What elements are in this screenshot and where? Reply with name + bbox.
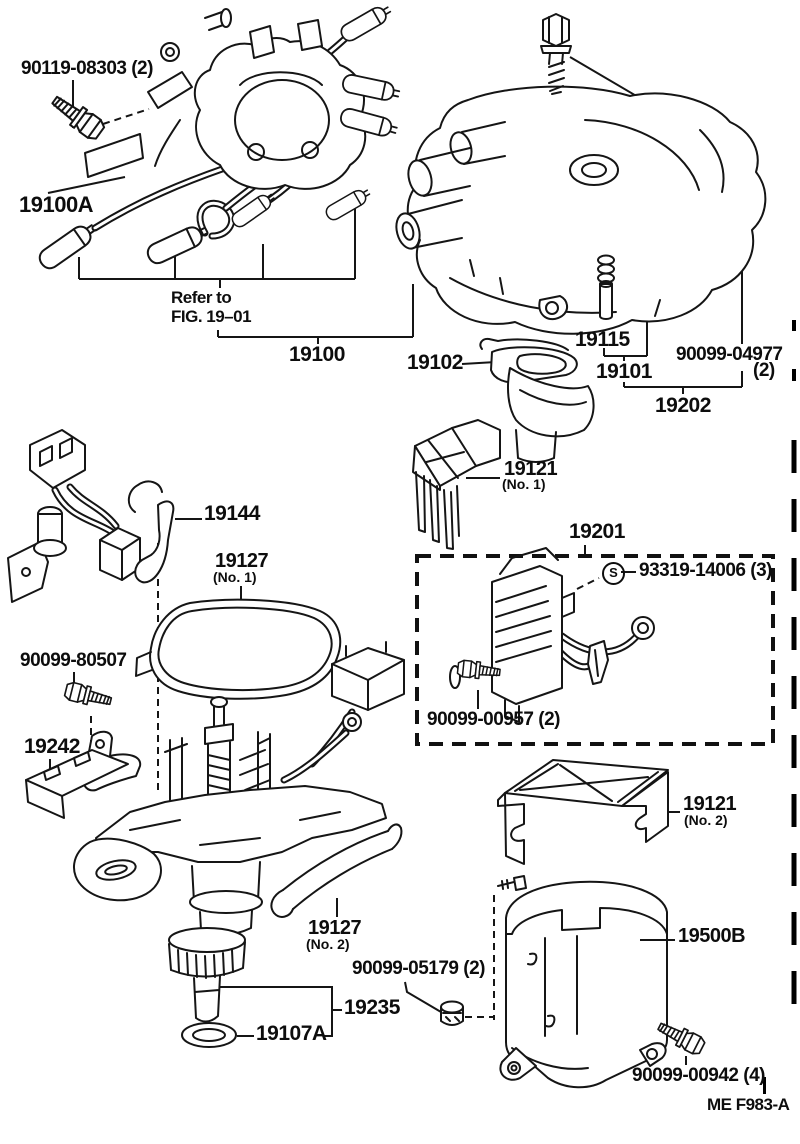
cover-19121-no1-drawing xyxy=(412,419,501,550)
o-ring-drawing xyxy=(181,1022,237,1048)
callout-90099-05179: 90099-05179 (2) xyxy=(352,958,486,979)
callout-19107A: 19107A xyxy=(256,1022,327,1045)
callout-19235: 19235 xyxy=(344,996,400,1019)
grommet-drawing xyxy=(440,1000,464,1026)
callout-19115: 19115 xyxy=(575,328,630,351)
callout-19121-no1-sub: (No. 1) xyxy=(502,476,546,492)
callout-19127-no2: 19127 xyxy=(308,917,362,939)
gasket-no1-drawing xyxy=(135,598,342,700)
page-edge-marks xyxy=(763,320,797,1094)
rotor-drawing xyxy=(479,337,595,463)
standard-part-symbol: S xyxy=(602,562,625,585)
callout-90099-00957: 90099-00957 (2) xyxy=(427,709,561,730)
bolt-80507-drawing xyxy=(62,680,114,711)
cover-19121-no2-drawing xyxy=(497,759,669,865)
callout-19500B: 19500B xyxy=(678,925,746,947)
igniter-drawing xyxy=(449,547,655,723)
callout-90099-04977: 90099-04977 xyxy=(676,344,783,365)
plate-19242-drawing xyxy=(25,730,142,819)
figure-code: ME F983-A xyxy=(707,1095,790,1114)
callout-19102: 19102 xyxy=(407,351,463,374)
distributor-cap-drawing xyxy=(395,85,767,335)
callout-19127-no2-sub: (No. 2) xyxy=(306,936,350,952)
distributor-wire-set-drawing xyxy=(35,1,402,273)
contact-19115-drawing xyxy=(597,254,615,320)
cap-bolt-drawing xyxy=(540,13,572,95)
callout-19127-no1: 19127 xyxy=(215,550,269,572)
coil-cover-drawing xyxy=(497,875,668,1089)
igniter-group-box xyxy=(415,554,775,746)
callout-19242: 19242 xyxy=(24,735,80,758)
callout-93319-14006: 93319-14006 (3) xyxy=(639,560,773,581)
callout-19121-no2-sub: (No. 2) xyxy=(684,812,728,828)
bolt-90119-drawing xyxy=(47,90,144,178)
callout-19101: 19101 xyxy=(596,360,652,383)
distributor-housing-drawing xyxy=(72,696,387,1023)
callout-19201: 19201 xyxy=(569,520,625,543)
callout-19202: 19202 xyxy=(655,394,711,417)
refer-note-line2: FIG. 19–01 xyxy=(171,307,252,326)
callout-90099-04977-qty: (2) xyxy=(753,360,775,381)
callout-19100: 19100 xyxy=(289,343,345,366)
gasket-no2-drawing xyxy=(270,823,403,918)
signal-generator-drawing xyxy=(7,429,175,603)
callout-19100A: 19100A xyxy=(19,192,94,217)
callout-19144: 19144 xyxy=(204,502,260,525)
callout-19121-no1: 19121 xyxy=(504,458,558,480)
callout-90119-08303: 90119-08303 (2) xyxy=(21,58,153,79)
callout-90099-00942: 90099-00942 (4) xyxy=(632,1065,766,1086)
callout-90099-80507: 90099-80507 xyxy=(20,650,127,671)
refer-note-line1: Refer to xyxy=(171,288,232,307)
callout-19127-no1-sub: (No. 1) xyxy=(213,569,257,585)
name-plate xyxy=(84,133,144,178)
callout-19121-no2: 19121 xyxy=(683,793,737,815)
